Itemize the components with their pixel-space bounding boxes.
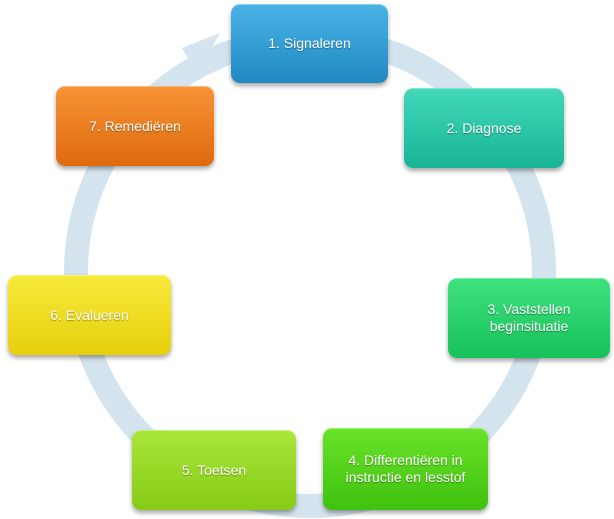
step-differentieren: 4. Differentiëren in instructie en lesst… <box>323 428 488 510</box>
step-vaststellen-beginsituatie: 3. Vaststellen beginsituatie <box>448 278 610 358</box>
step-remedieren: 7. Remediëren <box>56 86 214 166</box>
step-label-toetsen: 5. Toetsen <box>181 461 247 478</box>
step-label-remedieren: 7. Remediëren <box>89 117 181 134</box>
cycle-arrowhead-icon <box>182 33 220 74</box>
step-diagnose: 2. Diagnose <box>404 88 564 168</box>
step-label-signaleren: 1. Signaleren <box>268 35 351 51</box>
step-label-vaststellen-beginsituatie: 3. Vaststellen beginsituatie <box>487 301 571 334</box>
step-signaleren: 1. Signaleren <box>231 4 388 83</box>
step-label-differentieren: 4. Differentiëren in instructie en lesst… <box>345 452 466 485</box>
step-label-evalueren: 6. Evalueren <box>50 306 129 323</box>
step-evalueren: 6. Evalueren <box>8 275 171 355</box>
step-label-diagnose: 2. Diagnose <box>446 119 522 136</box>
step-toetsen: 5. Toetsen <box>132 430 296 510</box>
